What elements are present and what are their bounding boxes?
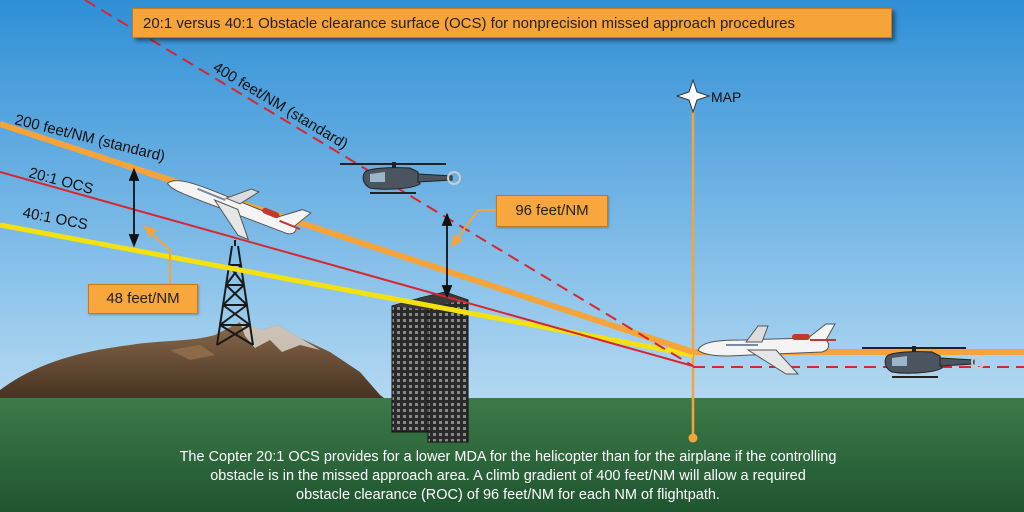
climb-400-line bbox=[84, 0, 694, 367]
helicopter-map-icon bbox=[862, 346, 985, 378]
caption-line-1: The Copter 20:1 OCS provides for a lower… bbox=[179, 449, 837, 465]
label-map: MAP bbox=[711, 89, 741, 105]
caption-line-2: obstacle is in the missed approach area.… bbox=[210, 468, 806, 484]
arrow-96 bbox=[441, 212, 453, 299]
map-marker bbox=[675, 78, 711, 443]
helicopter-icon bbox=[340, 162, 461, 194]
airplane-icon bbox=[166, 180, 312, 241]
arrow-48 bbox=[128, 167, 140, 248]
radio-tower bbox=[216, 240, 254, 346]
airplane-map-icon bbox=[697, 323, 836, 375]
callout-48-feet: 48 feet/NM bbox=[88, 284, 198, 314]
callout-96-feet: 96 feet/NM bbox=[496, 195, 608, 227]
climb-200-line bbox=[0, 121, 694, 355]
callout-leader-48 bbox=[142, 225, 171, 286]
diagram-title: 20:1 versus 40:1 Obstacle clearance surf… bbox=[132, 8, 892, 38]
callout-leader-96 bbox=[450, 209, 500, 249]
mountain bbox=[0, 322, 400, 410]
ocs-20-line bbox=[0, 171, 694, 367]
caption-line-3: obstacle clearance (ROC) of 96 feet/NM f… bbox=[296, 487, 720, 503]
caption: The Copter 20:1 OCS provides for a lower… bbox=[60, 448, 956, 505]
ground bbox=[0, 398, 1024, 512]
building-obstacle bbox=[391, 291, 469, 443]
